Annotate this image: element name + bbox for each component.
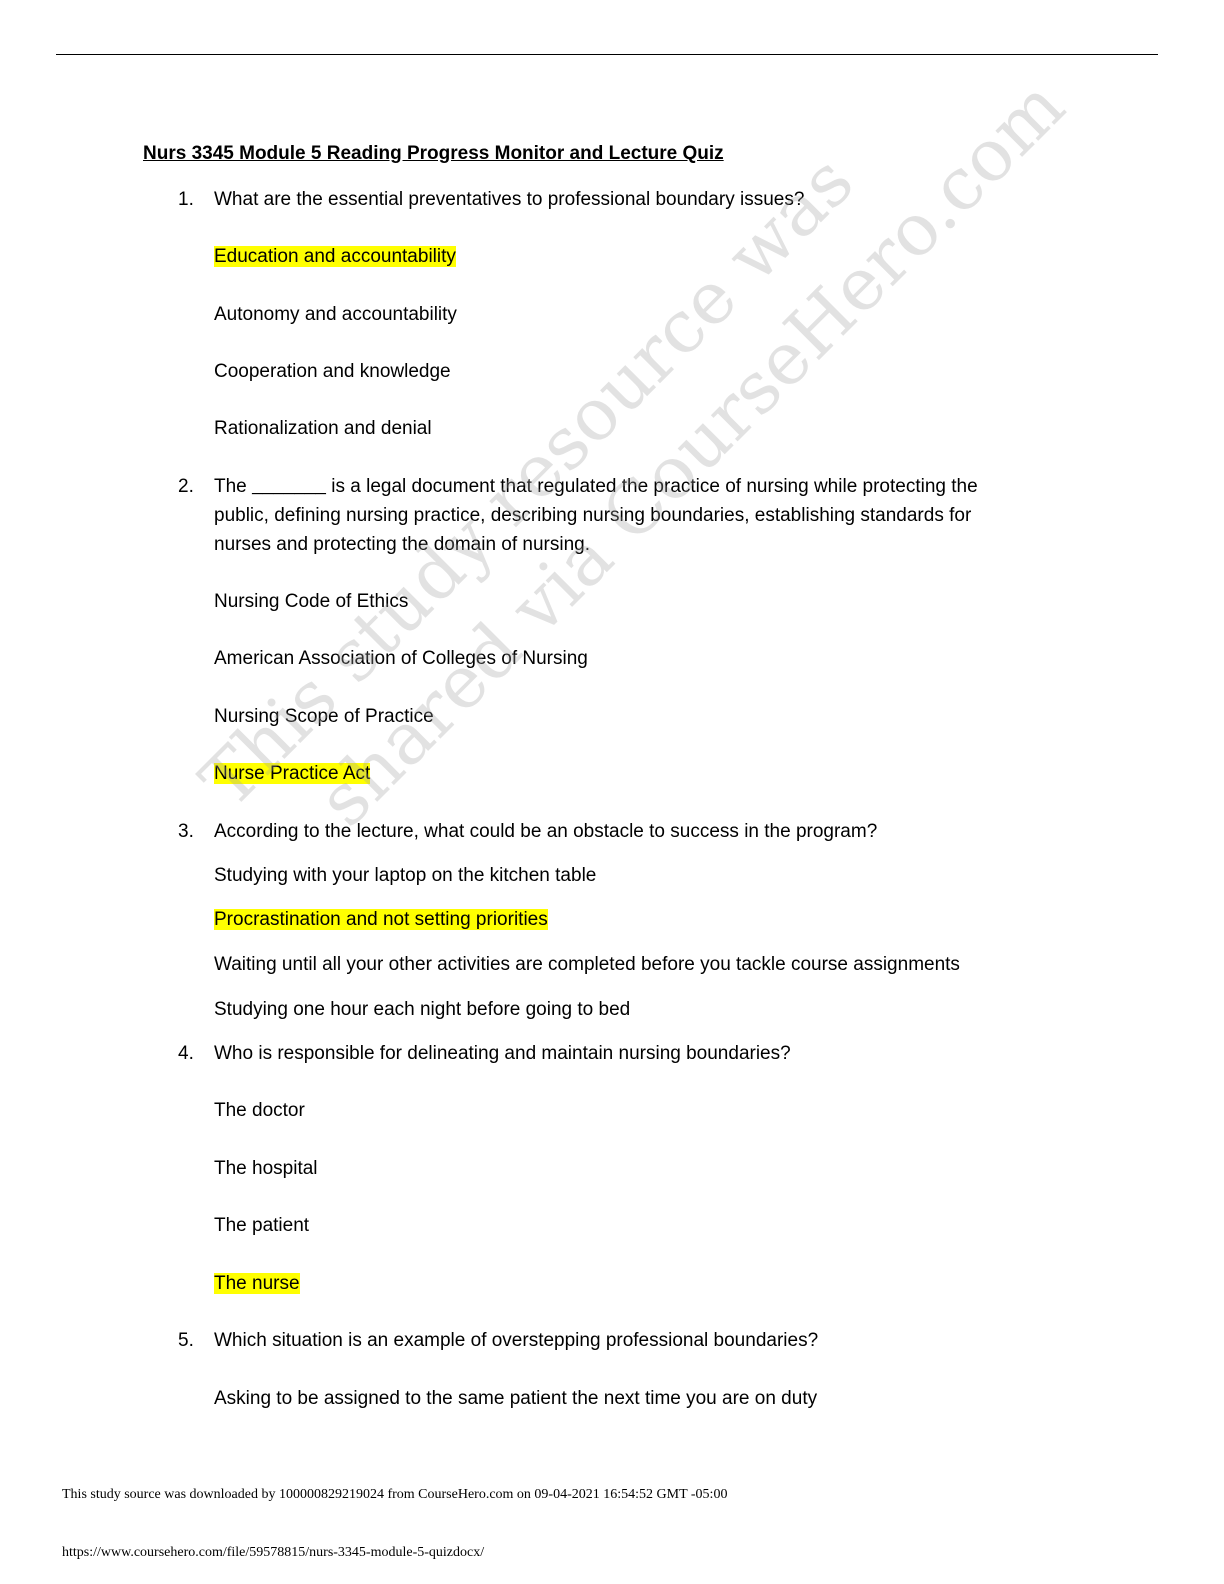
highlighted-answer: Procrastination and not setting prioriti… — [214, 909, 548, 930]
watermark: This study resource was shared via Cours… — [180, 0, 1085, 896]
question-number: 4. — [178, 1043, 194, 1064]
question-text: What are the essential preventatives to … — [214, 189, 805, 210]
question-number: 1. — [178, 189, 194, 210]
watermark-line: This study resource was — [184, 138, 870, 824]
question-text-line: nurses and protecting the domain of nurs… — [214, 534, 591, 555]
header-rule — [56, 54, 1158, 55]
answer-option: The hospital — [214, 1158, 318, 1179]
question-text-part: The — [214, 476, 253, 497]
answer-option: Waiting until all your other activities … — [214, 954, 960, 975]
highlighted-answer: Education and accountability — [214, 246, 456, 267]
source-url[interactable]: https://www.coursehero.com/file/59578815… — [62, 1545, 485, 1560]
question-text: According to the lecture, what could be … — [214, 821, 878, 842]
watermark-line: shared via CourseHero.com — [301, 63, 1081, 843]
answer-option: The doctor — [214, 1100, 305, 1121]
highlighted-answer: The nurse — [214, 1273, 300, 1294]
question-text: Which situation is an example of overste… — [214, 1330, 819, 1351]
answer-option-correct: The nurse — [214, 1273, 300, 1295]
question-number: 5. — [178, 1330, 194, 1351]
question-text: Who is responsible for delineating and m… — [214, 1043, 791, 1064]
answer-option: Studying one hour each night before goin… — [214, 999, 631, 1020]
answer-option-correct: Education and accountability — [214, 246, 456, 268]
answer-option-correct: Procrastination and not setting prioriti… — [214, 909, 548, 931]
answer-option: Nursing Scope of Practice — [214, 706, 434, 727]
highlighted-answer: Nurse Practice Act — [214, 763, 371, 784]
question-text-part: is a legal document that regulated the p… — [326, 476, 978, 497]
answer-option: Asking to be assigned to the same patien… — [214, 1388, 818, 1409]
answer-option: Autonomy and accountability — [214, 304, 457, 325]
answer-option: Nursing Code of Ethics — [214, 591, 409, 612]
answer-option: Studying with your laptop on the kitchen… — [214, 865, 597, 886]
answer-option-correct: Nurse Practice Act — [214, 763, 371, 785]
download-note: This study source was downloaded by 1000… — [62, 1487, 728, 1502]
question-number: 2. — [178, 476, 194, 497]
fill-in-blank: _______ — [252, 476, 326, 497]
question-text: The _______ is a legal document that reg… — [214, 476, 978, 498]
answer-option: American Association of Colleges of Nurs… — [214, 648, 588, 669]
quiz-title: Nurs 3345 Module 5 Reading Progress Moni… — [143, 143, 724, 164]
answer-option: The patient — [214, 1215, 310, 1236]
question-number: 3. — [178, 821, 194, 842]
answer-option: Rationalization and denial — [214, 418, 432, 439]
question-text-line: public, defining nursing practice, descr… — [214, 505, 972, 526]
answer-option: Cooperation and knowledge — [214, 361, 451, 382]
